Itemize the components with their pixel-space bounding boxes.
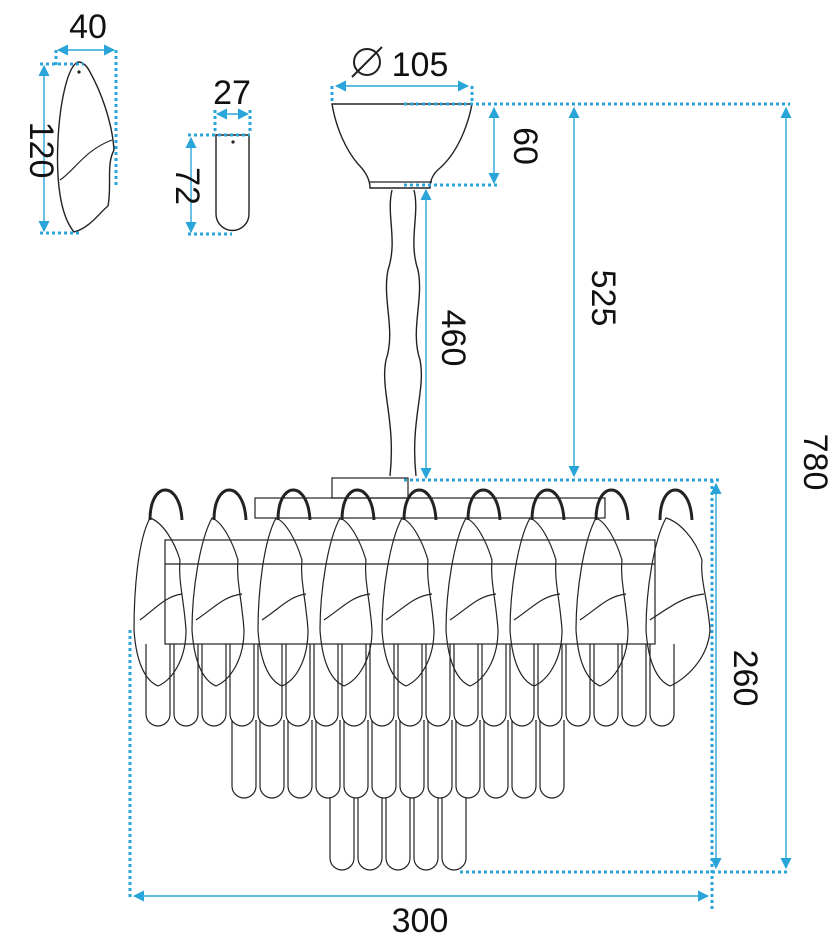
chandelier-body <box>133 477 711 871</box>
drop-width-label: 27 <box>213 74 251 112</box>
canopy <box>331 103 473 189</box>
diameter-icon <box>351 46 383 78</box>
leaf-width-label: 40 <box>69 8 107 46</box>
suspension-rod <box>383 189 423 477</box>
canopy-dim-extension <box>330 86 790 187</box>
leaf-height-label: 120 <box>22 122 60 179</box>
body-height-label: 260 <box>726 650 764 707</box>
crystal-drop-detail <box>185 108 252 236</box>
canopy-diameter-label: 105 <box>392 46 449 84</box>
canopy-height-label: 60 <box>506 127 544 165</box>
body-dim-extension <box>128 478 790 910</box>
canopy-to-body-label: 525 <box>584 270 622 327</box>
drop-height-label: 72 <box>168 167 206 205</box>
rod-length-label: 460 <box>434 310 472 367</box>
total-height-label: 780 <box>796 434 832 491</box>
body-width-label: 300 <box>392 902 449 936</box>
crystal-leaf-detail <box>38 44 118 235</box>
